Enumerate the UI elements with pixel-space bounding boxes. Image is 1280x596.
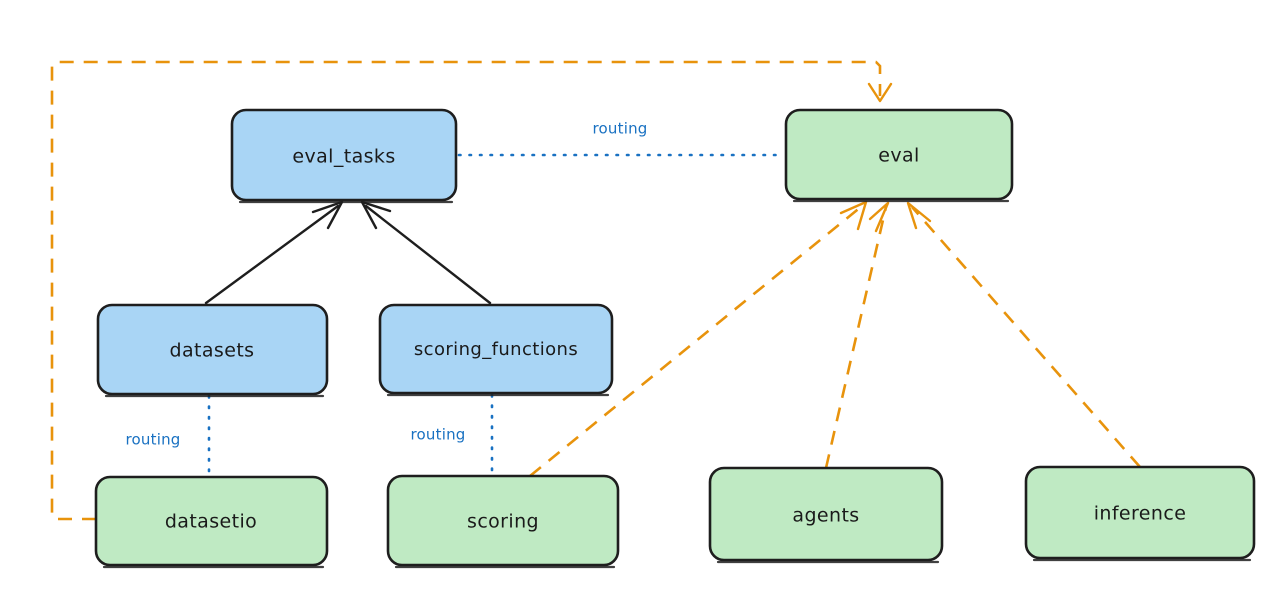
node-scoring[interactable]: scoring bbox=[386, 474, 620, 569]
node-datasetio[interactable]: datasetio bbox=[94, 475, 329, 569]
node-eval[interactable]: eval bbox=[784, 108, 1014, 203]
node-eval-label: eval bbox=[878, 145, 919, 167]
routing-label-top: routing bbox=[593, 120, 648, 138]
node-scoring-functions-label: scoring_functions bbox=[414, 339, 578, 360]
edge-datasets-to-eval-tasks bbox=[204, 200, 344, 305]
node-datasets[interactable]: datasets bbox=[96, 303, 329, 398]
node-inference-label: inference bbox=[1094, 503, 1187, 525]
routing-label-left: routing bbox=[126, 431, 181, 449]
node-eval-tasks[interactable]: eval_tasks bbox=[230, 108, 458, 204]
node-inference[interactable]: inference bbox=[1024, 465, 1256, 562]
edge-inference-to-eval bbox=[906, 201, 1141, 468]
routing-edges bbox=[207, 153, 785, 477]
node-datasetio-label: datasetio bbox=[165, 511, 257, 533]
node-scoring-functions-shape bbox=[378, 303, 614, 395]
edge-agents-to-eval bbox=[824, 201, 890, 469]
edge-datasetio-to-eval bbox=[50, 60, 893, 521]
node-agents-shape bbox=[708, 466, 944, 562]
node-agents-label: agents bbox=[792, 505, 859, 527]
node-datasets-label: datasets bbox=[170, 340, 255, 362]
dependency-edges bbox=[50, 60, 1141, 521]
node-eval-tasks-label: eval_tasks bbox=[292, 146, 395, 168]
edge-labels: routing routing routing bbox=[126, 120, 648, 449]
composition-edges bbox=[204, 200, 492, 305]
node-agents[interactable]: agents bbox=[708, 466, 944, 564]
node-eval-shape bbox=[784, 108, 1014, 201]
node-datasetio-shape bbox=[94, 475, 329, 567]
node-datasets-shape bbox=[96, 303, 329, 396]
node-scoring-label: scoring bbox=[467, 511, 539, 533]
node-eval-tasks-shape bbox=[230, 108, 458, 202]
node-scoring-shape bbox=[386, 474, 620, 567]
routing-label-middle: routing bbox=[411, 426, 466, 444]
edge-scoring-functions-to-eval-tasks bbox=[360, 200, 492, 305]
node-inference-shape bbox=[1024, 465, 1256, 560]
node-scoring-functions[interactable]: scoring_functions bbox=[378, 303, 614, 397]
